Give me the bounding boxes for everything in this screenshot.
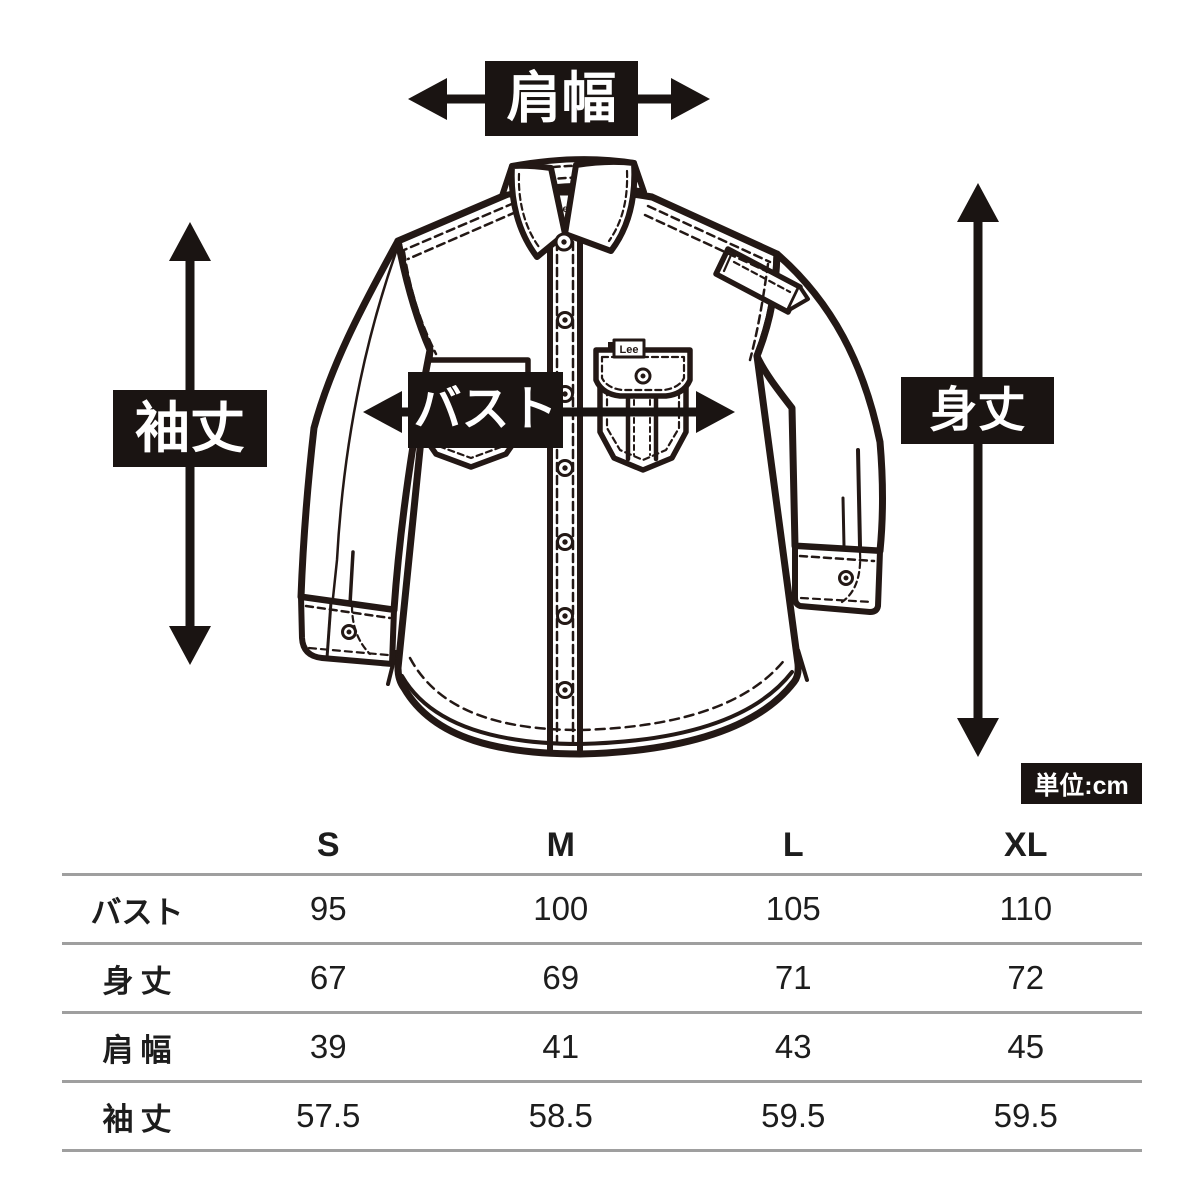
header-size-s: S: [316, 826, 340, 864]
body-length-arrow: [957, 183, 999, 757]
table-row-body-length: 身丈 67 69 71 72: [62, 942, 1142, 1011]
cuff-left: [298, 594, 397, 667]
cell-value: 57.5: [296, 1097, 361, 1134]
placket-buttons: [556, 311, 574, 699]
cell-value: 59.5: [761, 1097, 826, 1134]
row-label: 肩幅: [102, 1032, 179, 1068]
cell-value: 58.5: [528, 1097, 593, 1134]
cell-value: 71: [774, 959, 812, 996]
cell-value: 69: [542, 959, 580, 996]
cell-value: 59.5: [993, 1097, 1058, 1134]
sleeve-pen-pocket: [713, 246, 810, 315]
collar-button: [554, 232, 574, 252]
row-label: バスト: [90, 894, 184, 930]
size-table: S M L XL バスト 95 100 105 110 身丈 67 69 71 …: [62, 818, 1142, 1152]
chest-pocket-right: Lee: [593, 338, 693, 473]
pocket-brand-tag: Lee: [612, 338, 646, 359]
sleeve-left: [297, 237, 434, 667]
neck-brand-text: Lee: [556, 204, 574, 215]
pocket-button: [634, 367, 652, 385]
size-table-header-row: S M L XL: [62, 818, 1142, 873]
table-row-shoulder-width: 肩幅 39 41 43 45: [62, 1011, 1142, 1080]
cell-value: 45: [1007, 1028, 1045, 1065]
body-length-label: 身丈: [901, 377, 1054, 444]
cell-value: 110: [999, 890, 1053, 927]
cell-value: 105: [765, 890, 821, 927]
header-size-m: M: [546, 826, 575, 864]
cell-value: 39: [309, 1028, 347, 1065]
bust-label: バスト: [408, 372, 563, 448]
cell-value: 41: [542, 1028, 580, 1065]
sleeve-length-label: 袖丈: [113, 390, 267, 467]
cell-value: 72: [1007, 959, 1045, 996]
sleeve-right: [713, 246, 886, 615]
cell-value: 95: [309, 890, 347, 927]
cell-value: 43: [774, 1028, 812, 1065]
row-label: 身丈: [102, 963, 179, 999]
table-row-sleeve-length: 袖丈 57.5 58.5 59.5 59.5: [62, 1080, 1142, 1152]
stitch-lines: [402, 201, 772, 362]
cuff-right: [792, 543, 883, 615]
cell-value: 100: [533, 890, 589, 927]
header-size-xl: XL: [1004, 826, 1048, 864]
collar: Lee: [499, 156, 647, 260]
header-size-l: L: [782, 826, 804, 864]
table-row-bust: バスト 95 100 105 110: [62, 873, 1142, 942]
cell-value: 67: [309, 959, 347, 996]
shoulder-width-label: 肩幅: [485, 61, 638, 136]
row-label: 袖丈: [102, 1101, 179, 1137]
front-placket: [547, 231, 583, 754]
pocket-brand-text: Lee: [620, 344, 639, 356]
unit-badge: 単位:cm: [1021, 763, 1142, 804]
